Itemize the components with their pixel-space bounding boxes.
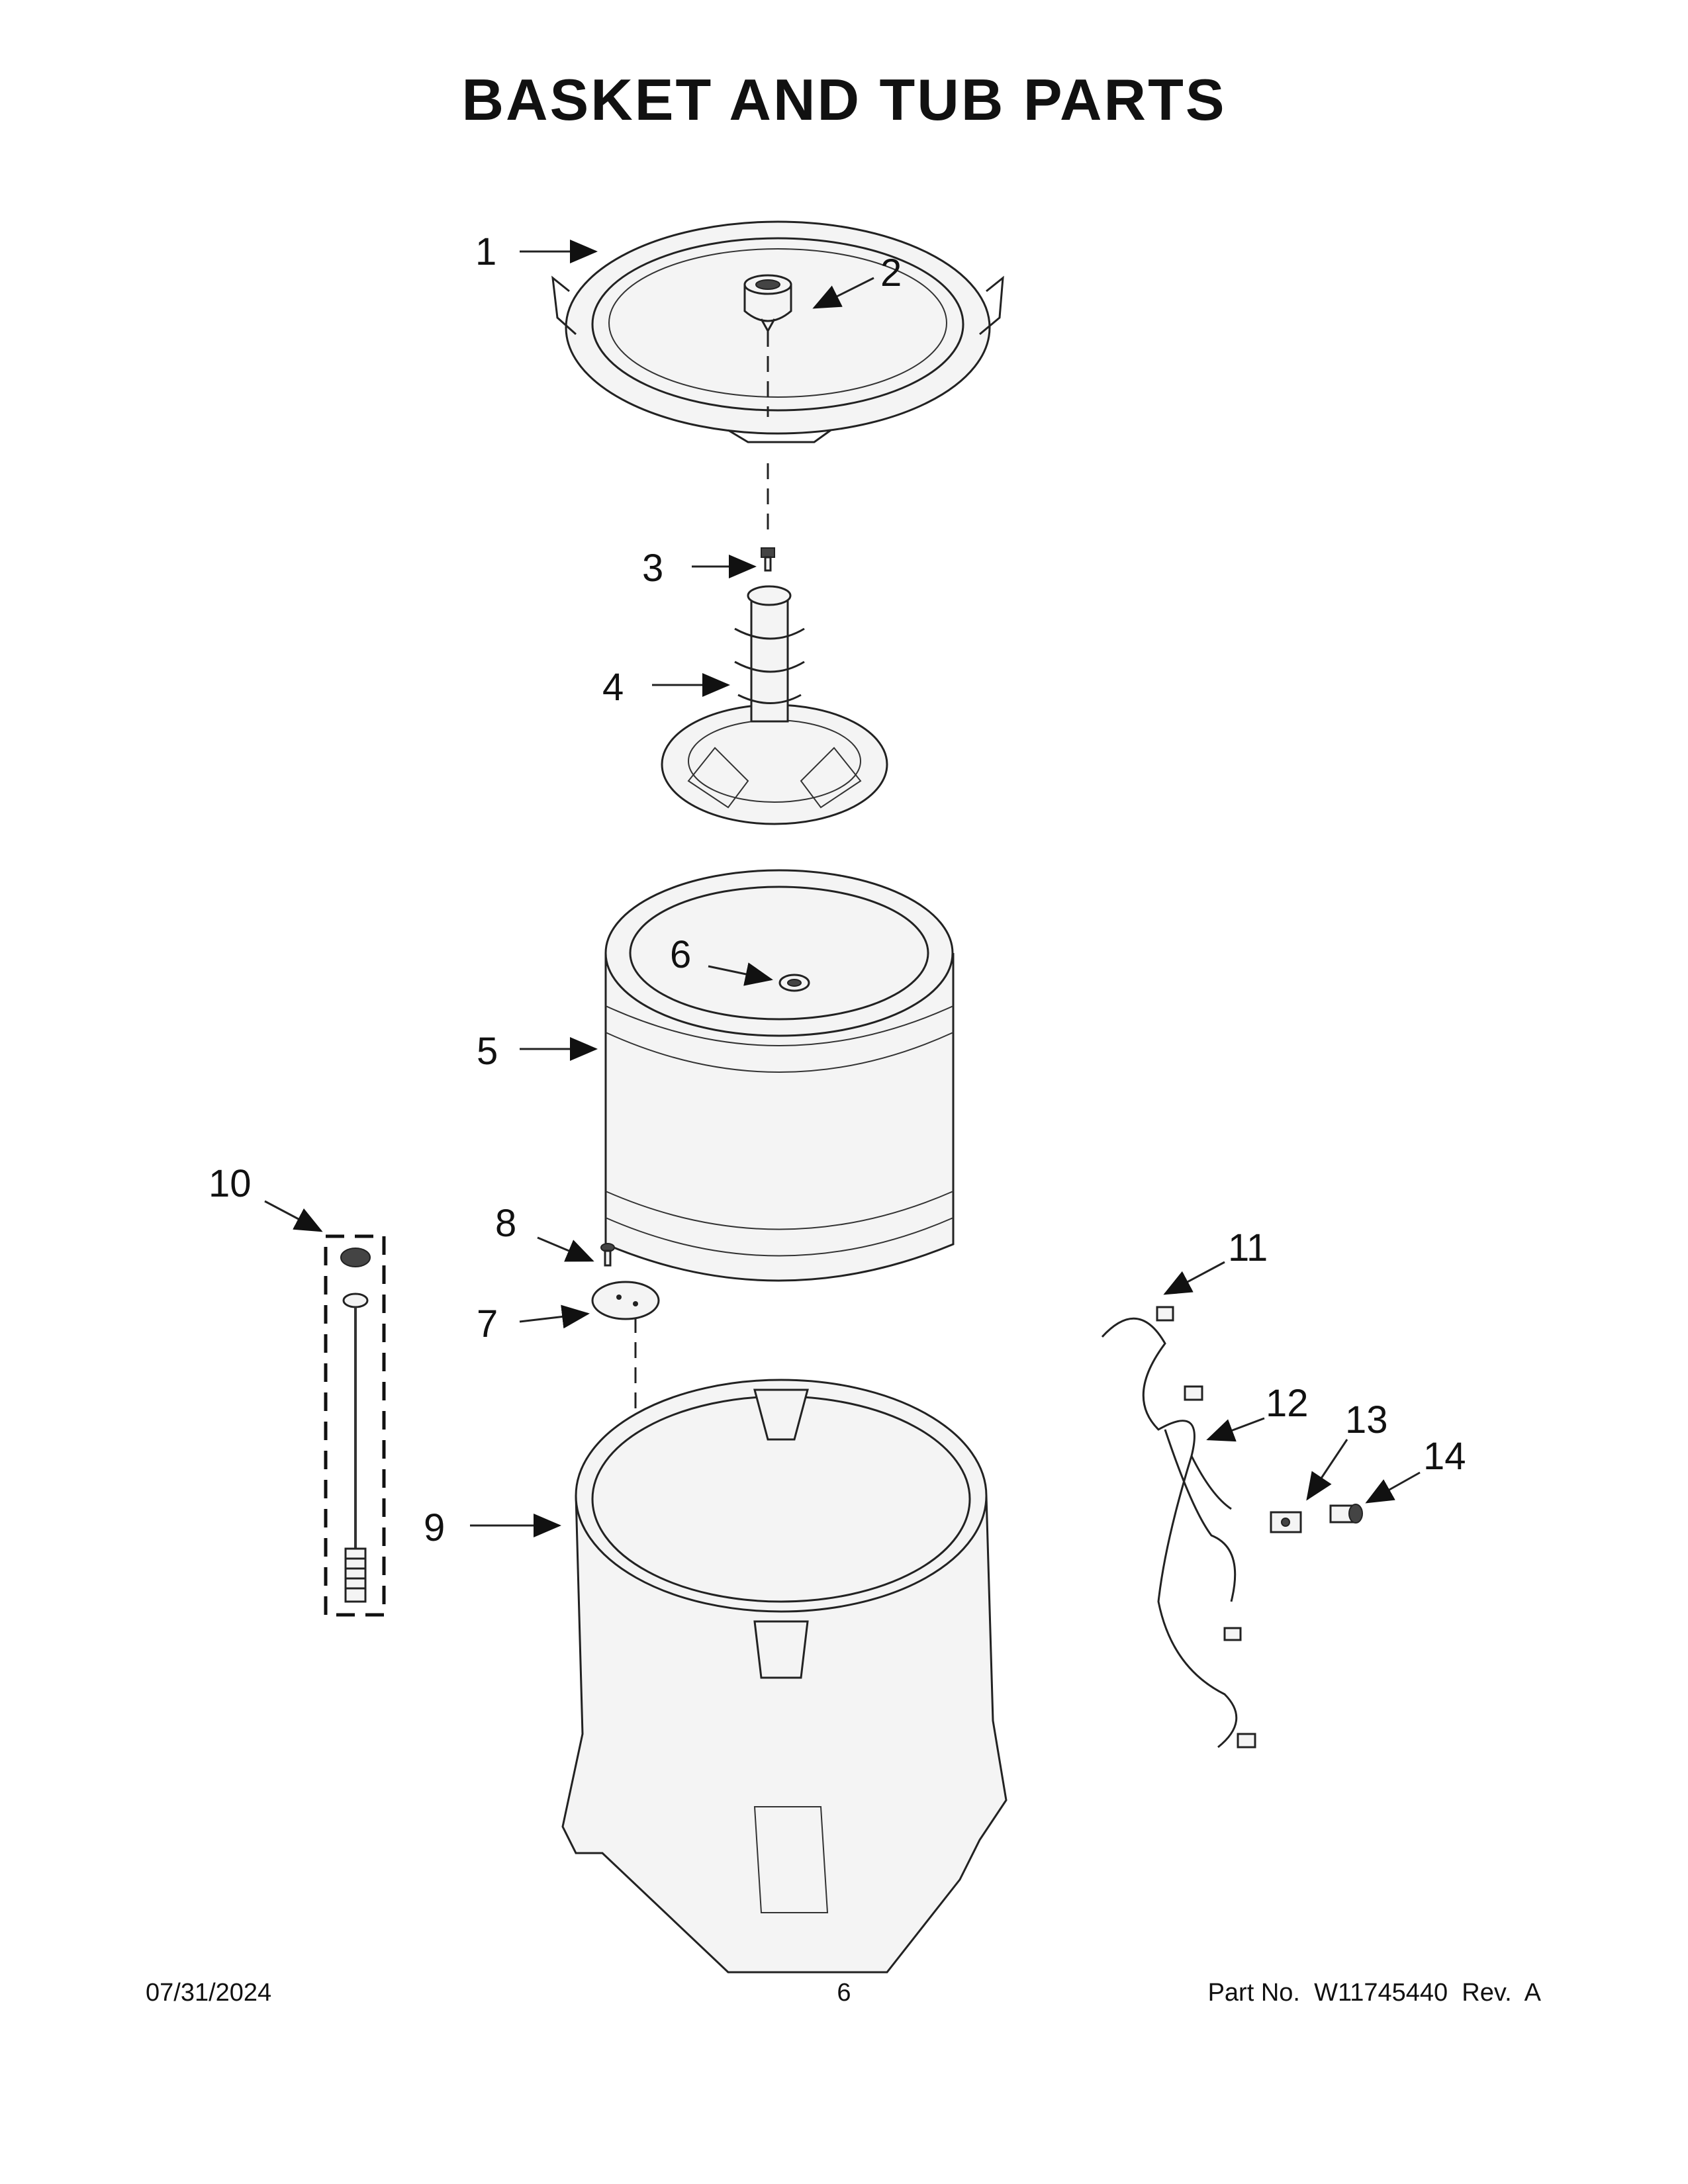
leader-7 <box>519 1304 590 1329</box>
bolt-part[interactable] <box>761 547 775 572</box>
callout-3: 3 <box>642 547 663 590</box>
cap-part[interactable] <box>743 274 792 334</box>
callout-5: 5 <box>477 1030 498 1073</box>
leader-10 <box>264 1200 323 1232</box>
harness-screw-part[interactable] <box>1329 1504 1363 1524</box>
callout-6: 6 <box>670 933 691 976</box>
wire-harness-part[interactable] <box>1101 1306 1256 1749</box>
basket-part[interactable] <box>604 869 955 1282</box>
outer-tub-part[interactable] <box>561 1379 1008 1974</box>
suspension-rod-part[interactable] <box>324 1234 386 1617</box>
callout-2: 2 <box>880 251 902 295</box>
footer-part-info: Part No. W11745440 Rev. A <box>1207 1979 1541 2007</box>
tub-ring-part[interactable] <box>551 220 1004 443</box>
callout-4: 4 <box>602 666 624 709</box>
callout-10: 10 <box>209 1162 252 1205</box>
screw-part[interactable] <box>600 1243 615 1267</box>
plate-part[interactable] <box>591 1281 660 1320</box>
footer-page-number: 6 <box>837 1979 851 2007</box>
callout-11: 11 <box>1228 1226 1268 1269</box>
callout-1: 1 <box>475 230 496 273</box>
impeller-part[interactable] <box>661 585 888 825</box>
callout-8: 8 <box>495 1202 516 1245</box>
leader-12 <box>1206 1417 1265 1442</box>
leader-13 <box>1306 1439 1348 1501</box>
callout-14: 14 <box>1423 1435 1466 1478</box>
leader-14 <box>1365 1471 1421 1504</box>
seal-part[interactable] <box>778 974 810 992</box>
clip-part[interactable] <box>1270 1511 1302 1533</box>
leader-11 <box>1163 1261 1225 1295</box>
callout-12: 12 <box>1266 1382 1309 1425</box>
page-title: BASKET AND TUB PARTS <box>461 67 1227 132</box>
leader-6 <box>708 962 773 986</box>
leader-2 <box>812 277 874 309</box>
callout-13: 13 <box>1345 1398 1388 1441</box>
callout-9: 9 <box>424 1506 445 1549</box>
leader-8 <box>537 1236 594 1262</box>
callout-7: 7 <box>477 1302 498 1345</box>
footer-date: 07/31/2024 <box>146 1979 272 2007</box>
